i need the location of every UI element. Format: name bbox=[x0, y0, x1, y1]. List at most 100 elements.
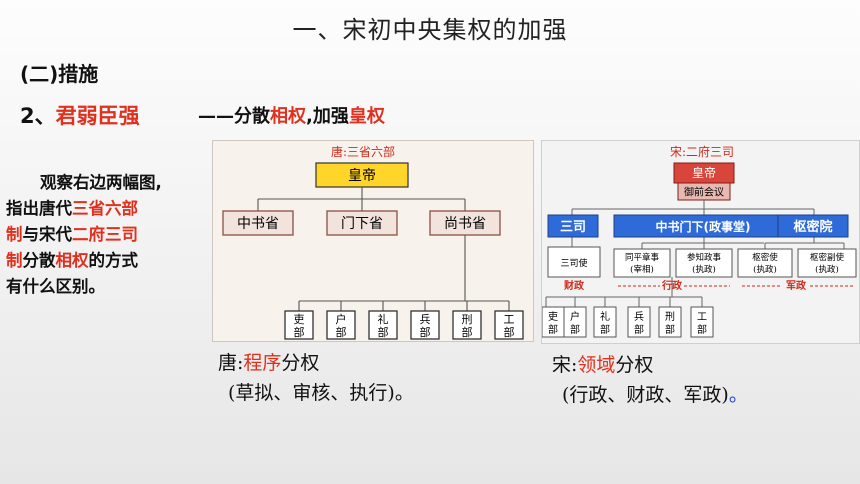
song-bu-label: 部 bbox=[697, 323, 707, 336]
point-subtitle: ——分散相权,加强皇权 bbox=[198, 102, 385, 128]
tang-bu-label: 部 bbox=[462, 325, 473, 339]
tang-bu-box bbox=[494, 310, 524, 340]
subtitle-keyword: 相权 bbox=[270, 106, 306, 127]
song-emperor-label: 皇帝 bbox=[692, 165, 716, 180]
song-bu-box bbox=[563, 306, 587, 338]
tang-sheng-label: 门下省 bbox=[341, 216, 383, 232]
song-chart-title: 宋:二府三司 bbox=[670, 144, 734, 159]
point-text: 君弱臣强 bbox=[55, 104, 140, 128]
answer-part: 宋: bbox=[552, 354, 578, 376]
song-answer: 宋:领域分权 bbox=[552, 350, 653, 377]
tang-bu-box bbox=[284, 310, 314, 340]
song-bu-box bbox=[593, 306, 617, 338]
song-shumishi-label: 枢密使 bbox=[752, 252, 778, 263]
question-line: 指出唐代三省六部 bbox=[6, 196, 216, 222]
song-bu-label: 部 bbox=[665, 323, 675, 336]
song-shumi-box bbox=[777, 214, 849, 238]
answer-part: 唐: bbox=[218, 352, 244, 374]
tang-sheng-label: 中书省 bbox=[237, 216, 279, 232]
song-zhongshu-label: 中书门下(政事堂) bbox=[656, 219, 751, 234]
song-shumifu-sub: (执政) bbox=[815, 264, 839, 275]
q-keyword: 相权 bbox=[55, 251, 89, 270]
tang-bu-label: 礼 bbox=[378, 312, 389, 326]
tang-bu-box bbox=[410, 310, 440, 340]
song-bu-label: 吏 bbox=[548, 310, 558, 323]
song-zai-sub: (宰相) bbox=[630, 264, 654, 275]
tang-bu-box bbox=[452, 310, 482, 340]
tang-bu-box bbox=[326, 310, 356, 340]
song-chart-svg: 宋:二府三司 皇帝 御前会议 bbox=[542, 144, 857, 338]
q-keyword: 三省六部 bbox=[72, 199, 138, 218]
song-chart: 宋:二府三司 皇帝 御前会议 bbox=[541, 140, 860, 344]
tang-bu-label: 工 bbox=[504, 313, 515, 326]
question-line: 观察右边两幅图, bbox=[40, 173, 162, 192]
q-keyword: 制 bbox=[6, 225, 23, 244]
point-heading: 2、君弱臣强 bbox=[20, 100, 140, 130]
answer-part: 分权 bbox=[281, 352, 320, 374]
tang-bu-box bbox=[368, 310, 398, 340]
tang-bu-label: 部 bbox=[504, 325, 515, 339]
tang-answer-detail: (草拟、审核、执行)。 bbox=[228, 382, 414, 404]
song-label-xing: 行政 bbox=[661, 279, 683, 292]
subtitle-keyword: 皇权 bbox=[348, 106, 385, 127]
tang-emperor-label: 皇帝 bbox=[348, 168, 376, 184]
answer-part: 分权 bbox=[615, 354, 654, 376]
answer-keyword: 领域 bbox=[577, 354, 616, 376]
tang-sheng-label: 尚书省 bbox=[444, 216, 486, 232]
tang-bu-label: 刑 bbox=[462, 313, 473, 326]
q-part: 与宋代 bbox=[22, 225, 73, 244]
tang-bu-label: 部 bbox=[378, 325, 389, 339]
tang-chart: 唐:三省六部 皇帝 中书省 门下省 尚书省 吏部户部礼部兵部刑部 bbox=[212, 140, 534, 342]
song-answer-detail: (行政、财政、军政)。 bbox=[562, 380, 748, 407]
song-shumifu-label: 枢密副使 bbox=[810, 252, 845, 263]
q-part: 的方式 bbox=[88, 251, 139, 270]
tang-bu-label: 吏 bbox=[294, 313, 305, 326]
subtitle-part: ,加强 bbox=[306, 106, 349, 127]
song-sansishi-box bbox=[547, 246, 601, 278]
tang-answer: 唐:程序分权 bbox=[218, 348, 319, 375]
song-bu-label: 户 bbox=[570, 310, 580, 323]
song-bu-label: 工 bbox=[697, 312, 707, 323]
question-text: 观察右边两幅图, 指出唐代三省六部 制与宋代二府三司 制分散相权的方式 有什么区… bbox=[6, 170, 216, 300]
q-part: 分散 bbox=[22, 251, 56, 270]
subtitle-part: ——分散 bbox=[198, 106, 270, 127]
tang-sheng-row: 中书省 门下省 尚书省 bbox=[222, 210, 501, 236]
tang-bu-label: 部 bbox=[336, 325, 347, 339]
song-bu-label: 部 bbox=[548, 323, 558, 336]
tang-sheng-box bbox=[429, 210, 501, 236]
song-can-box bbox=[675, 248, 733, 278]
song-bu-label: 刑 bbox=[665, 310, 675, 323]
tang-sheng-box bbox=[222, 210, 294, 236]
song-bu-box bbox=[690, 306, 714, 338]
question-line: 制分散相权的方式 bbox=[6, 248, 216, 274]
point-number: 2、 bbox=[20, 104, 56, 128]
song-shumifu-box bbox=[797, 248, 857, 278]
song-bu-label: 礼 bbox=[600, 310, 610, 323]
song-bu-label: 部 bbox=[570, 323, 580, 336]
q-keyword: 制 bbox=[6, 251, 23, 270]
page-title: 一、宋初中央集权的加强 bbox=[292, 16, 568, 44]
tang-connectors bbox=[257, 187, 510, 311]
song-bu-label: 部 bbox=[600, 323, 610, 336]
song-bu-label: 兵 bbox=[634, 310, 644, 323]
song-sansishi-label: 三司使 bbox=[560, 257, 587, 269]
song-bu-box bbox=[627, 306, 651, 338]
song-sansi-label: 三司 bbox=[560, 220, 586, 235]
song-shumishi-box bbox=[737, 248, 793, 278]
q-part: 指出唐代 bbox=[6, 199, 72, 218]
song-council-label: 御前会议 bbox=[684, 186, 724, 199]
song-bu-label: 部 bbox=[634, 323, 644, 336]
song-label-cai: 财政 bbox=[563, 279, 585, 292]
tang-bu-label: 部 bbox=[294, 325, 305, 339]
tang-bu-label: 部 bbox=[420, 325, 431, 339]
question-line: 制与宋代二府三司 bbox=[6, 222, 216, 248]
q-keyword: 二府三司 bbox=[72, 225, 138, 244]
question-line: 有什么区别。 bbox=[6, 277, 105, 296]
song-can-sub: (执政) bbox=[692, 264, 716, 275]
tang-bu-label: 兵 bbox=[420, 313, 431, 326]
song-label-jun: 军政 bbox=[786, 279, 807, 292]
tang-emperor-box bbox=[315, 162, 409, 188]
